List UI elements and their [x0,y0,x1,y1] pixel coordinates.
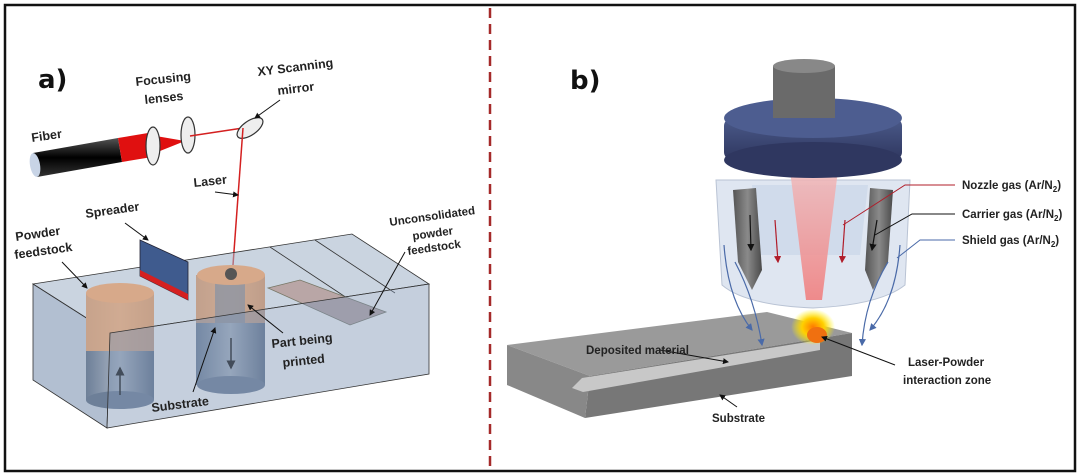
label-shield-gas: Shield gas (Ar/N2) [962,235,1059,249]
label-unconsolidated-2: powder [412,225,455,243]
laser-beam [790,170,838,300]
label-powder-2: feedstock [13,240,73,262]
label-laser: Laser [193,173,228,190]
label-deposited-material: Deposited material [586,345,689,357]
leader-carrier-gas [874,213,955,236]
panel-b-tag: b) [570,66,601,96]
label-carrier-gas: Carrier gas (Ar/N2) [962,209,1063,223]
panel-a-tag: a) [38,65,67,95]
label-part-2: printed [282,352,326,370]
label-spreader: Spreader [84,200,140,221]
label-zone-2: interaction zone [903,375,991,387]
nozzle-assembly [715,59,911,345]
outer-border [3,3,1077,473]
label-zone-1: Laser-Powder [908,357,985,369]
label-unconsolidated-1: Unconsolidated [389,205,476,229]
label-substrate-a: Substrate [151,394,210,415]
leader-nozzle-gas [842,184,955,226]
powder-tube-left [733,188,762,290]
label-fiber: Fiber [30,127,62,145]
melt-pool-core [807,327,827,343]
spreader-edge [140,270,188,300]
top-cylinder [773,66,835,118]
substrate-plate [507,312,852,418]
label-part-1: Part being [271,331,333,351]
focusing-lens-1 [145,126,161,166]
label-nozzle-gas: Nozzle gas (Ar/N2) [962,180,1061,194]
unconsolidated-powder-plate [266,279,388,326]
build-cylinder [196,265,265,394]
fiber-icon [29,133,185,177]
scanning-mirror [236,117,264,139]
laser-beam-vertical [232,127,244,266]
label-mirror-2: mirror [277,80,315,98]
deposited-track [572,340,820,392]
label-substrate-b: Substrate [712,413,765,425]
label-powder-1: Powder [14,224,61,244]
label-focusing-2: lenses [144,89,184,107]
label-mirror-1: XY Scanning [257,56,334,79]
laser-beam-horizontal [189,127,244,137]
panel-a: a) [13,56,476,429]
leader-shield-gas [896,239,955,259]
panel-b: b) [507,59,1063,425]
powder-feedstock-cylinder [86,283,154,409]
gear-part-icon [225,268,237,280]
label-focusing-1: Focusing [135,69,192,89]
build-chamber-front [106,283,430,429]
